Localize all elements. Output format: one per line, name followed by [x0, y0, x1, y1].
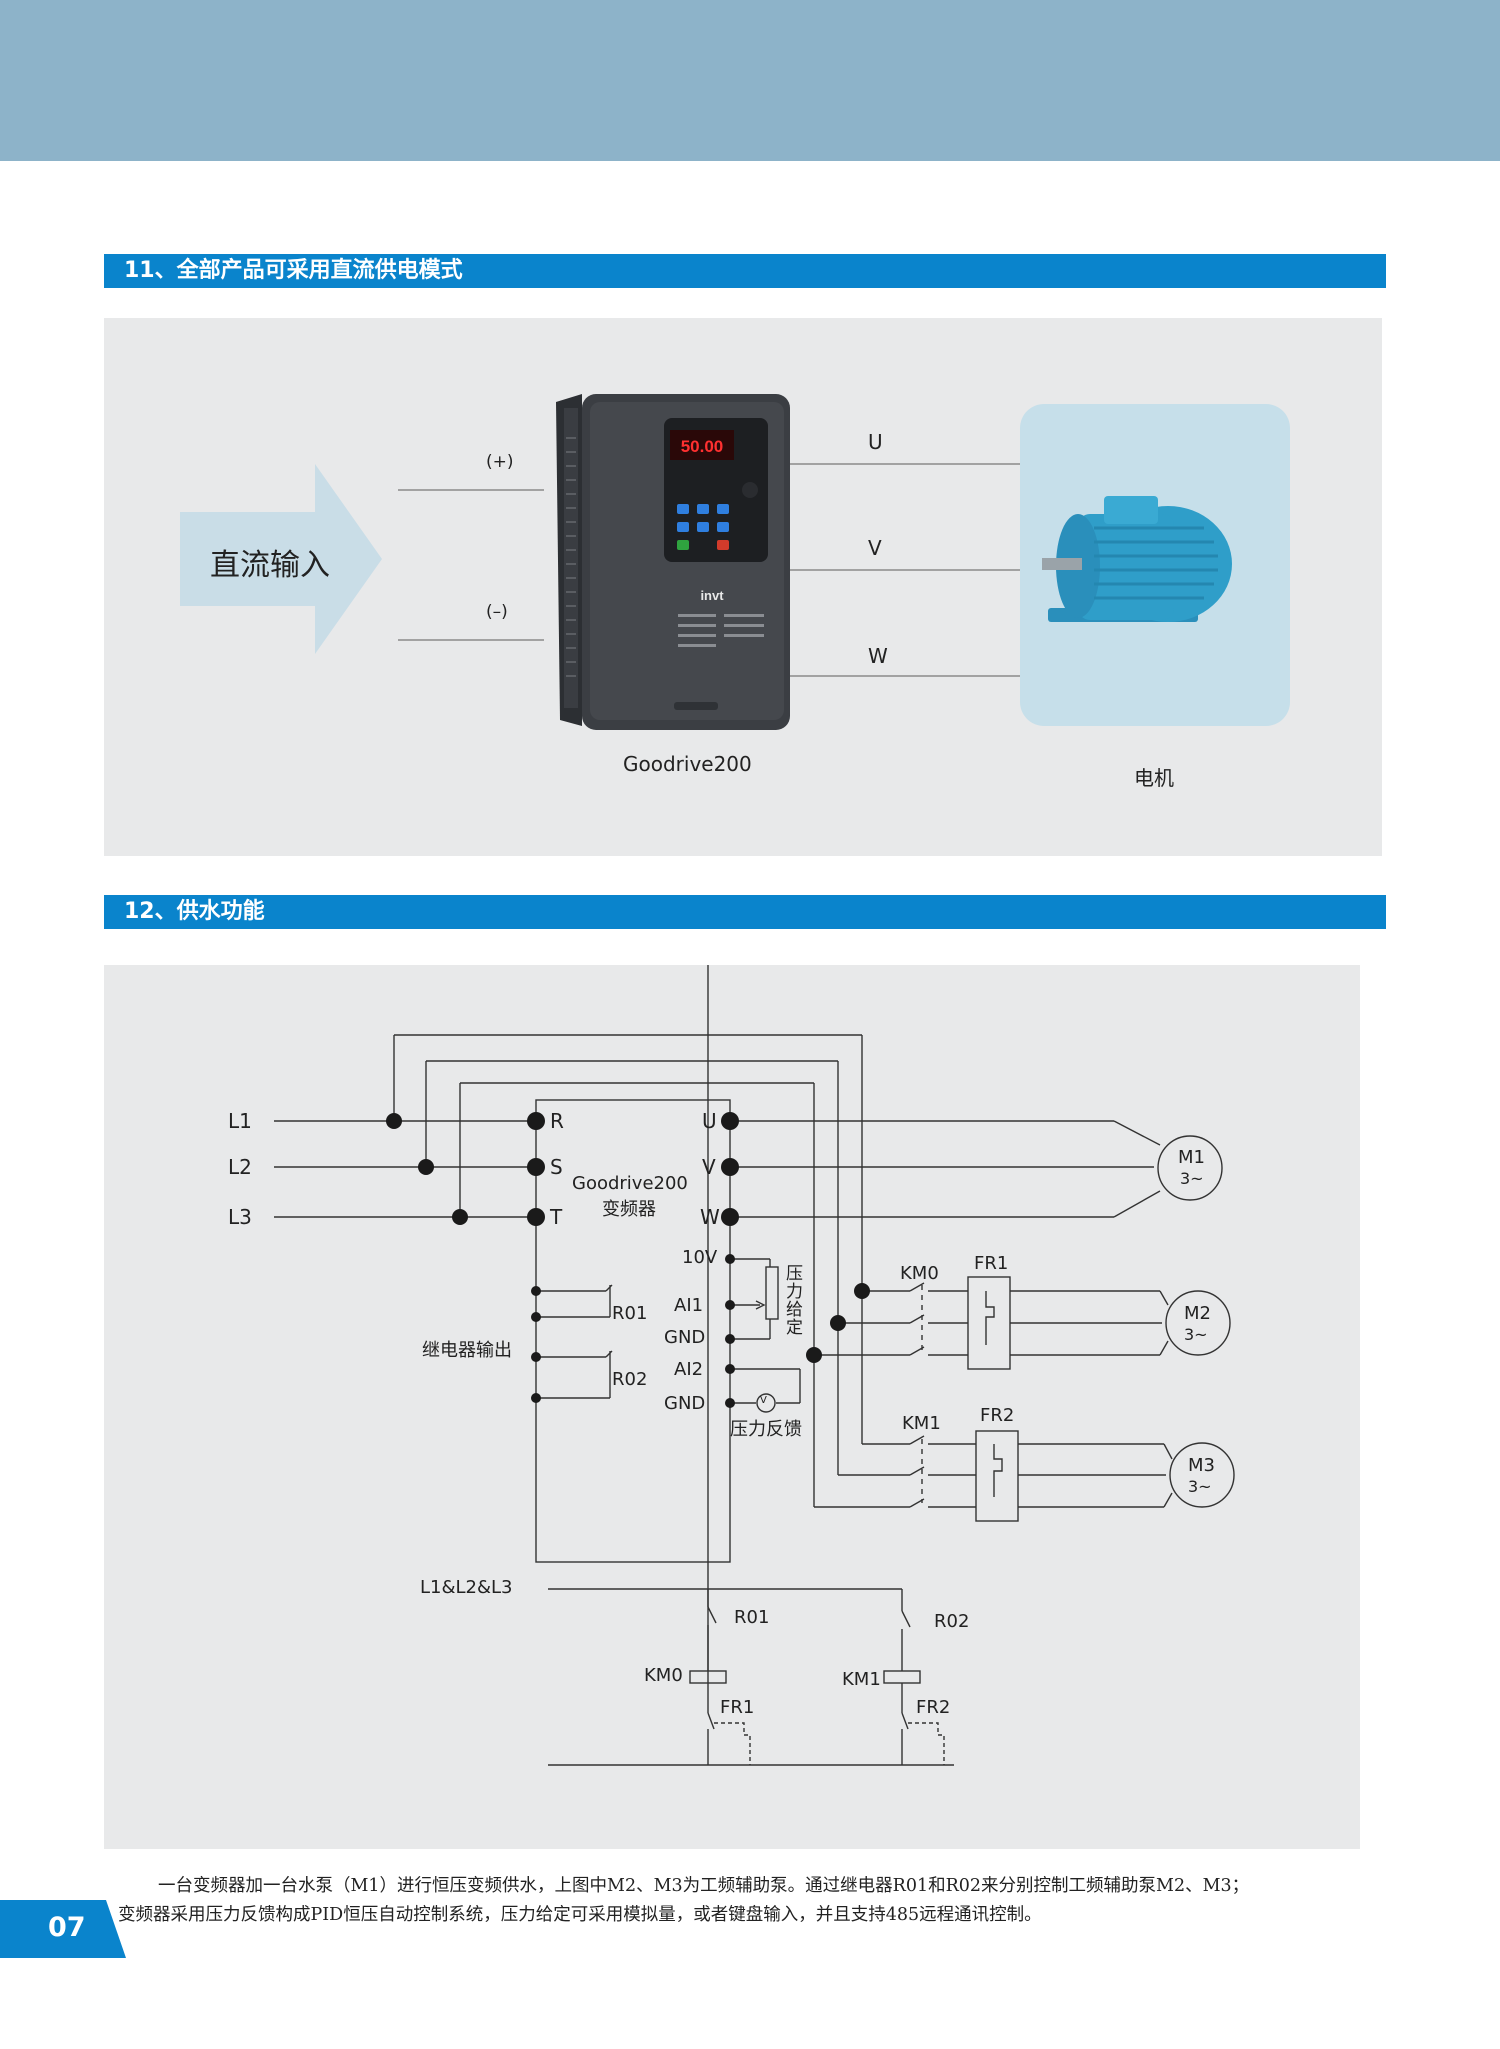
u-label: U [868, 430, 883, 454]
motor-image [1042, 496, 1232, 622]
r01-label: R01 [612, 1303, 648, 1324]
ctrl-r01-label: R01 [734, 1607, 770, 1628]
terminal-r-label: R [550, 1109, 564, 1133]
voltmeter-symbol: V [760, 1395, 767, 1406]
ctrl-fr2-label: FR2 [916, 1697, 951, 1718]
r02-label: R02 [612, 1369, 648, 1390]
page-number-tab [0, 1900, 126, 1958]
l2-label: L2 [228, 1155, 252, 1179]
m3-phase: 3~ [1188, 1477, 1212, 1496]
ai1-label: AI1 [674, 1295, 704, 1316]
terminal-s-label: S [550, 1155, 563, 1179]
drive-cn-label: 变频器 [602, 1199, 656, 1220]
dc-supply-panel: 50.00 invt [104, 318, 1382, 856]
drive-name-label: Goodrive200 [572, 1173, 688, 1194]
km0-label: KM0 [900, 1263, 939, 1284]
section-12-title: 12、供水功能 [104, 895, 1386, 929]
dc-input-arrow [180, 464, 382, 654]
terminal-w-label: W [700, 1205, 720, 1229]
minus-label: (–) [486, 602, 508, 622]
ctrl-fr1-label: FR1 [720, 1697, 755, 1718]
plus-label: (+) [486, 452, 514, 472]
water-supply-panel: L1 L2 L3 R S T U V W Goodrive200 变频器 10V… [104, 965, 1360, 1849]
pressure-set-char-4: 定 [786, 1318, 803, 1338]
page-number: 07 [48, 1912, 86, 1943]
terminal-v-label: V [702, 1155, 716, 1179]
drive-display: 50.00 [681, 437, 724, 456]
ctrl-km0-label: KM0 [644, 1665, 683, 1686]
m1-label: M1 [1178, 1147, 1205, 1168]
l3-label: L3 [228, 1205, 252, 1229]
header-band [0, 0, 1500, 161]
water-supply-schematic [274, 965, 1235, 1766]
dc-supply-diagram: 50.00 invt [180, 394, 1290, 730]
ctrl-km1-label: KM1 [842, 1669, 881, 1690]
drive-name-label: Goodrive200 [623, 752, 752, 776]
drive-brand: invt [700, 588, 724, 603]
w-label: W [868, 644, 888, 668]
l1-label: L1 [228, 1109, 252, 1133]
v-label: V [868, 536, 882, 560]
km1-label: KM1 [902, 1413, 941, 1434]
fr1-label: FR1 [974, 1253, 1009, 1274]
ten-v-label: 10V [682, 1247, 718, 1268]
terminal-t-label: T [550, 1205, 563, 1229]
fr2-label: FR2 [980, 1405, 1015, 1426]
ctrl-supply-label: L1&L2&L3 [420, 1577, 513, 1598]
description: 一台变频器加一台水泵（M1）进行恒压变频供水，上图中M2、M3为工频辅助泵。通过… [118, 1872, 1358, 1930]
goodrive200-drive-image: 50.00 invt [556, 394, 790, 730]
m3-label: M3 [1188, 1455, 1215, 1476]
pressure-feedback-label: 压力反馈 [730, 1419, 802, 1440]
gnd1-label: GND [664, 1327, 706, 1348]
m2-phase: 3~ [1184, 1325, 1208, 1344]
description-line-1: 一台变频器加一台水泵（M1）进行恒压变频供水，上图中M2、M3为工频辅助泵。通过… [158, 1876, 1250, 1896]
pressure-set-char-3: 给 [786, 1300, 803, 1320]
m2-label: M2 [1184, 1303, 1211, 1324]
relay-output-label: 继电器输出 [422, 1340, 512, 1361]
pressure-set-char-1: 压 [786, 1264, 803, 1284]
gnd2-label: GND [664, 1393, 706, 1414]
m1-phase: 3~ [1180, 1169, 1204, 1188]
ai2-label: AI2 [674, 1359, 704, 1380]
terminal-u-label: U [702, 1109, 717, 1133]
description-line-2: 变频器采用压力反馈构成PID恒压自动控制系统，压力给定可采用模拟量，或者键盘输入… [118, 1905, 1042, 1925]
section-11-title: 11、全部产品可采用直流供电模式 [104, 254, 1386, 288]
dc-input-label: 直流输入 [210, 548, 330, 583]
motor-label: 电机 [1134, 766, 1174, 790]
ctrl-r02-label: R02 [934, 1611, 970, 1632]
pressure-set-char-2: 力 [786, 1282, 803, 1302]
